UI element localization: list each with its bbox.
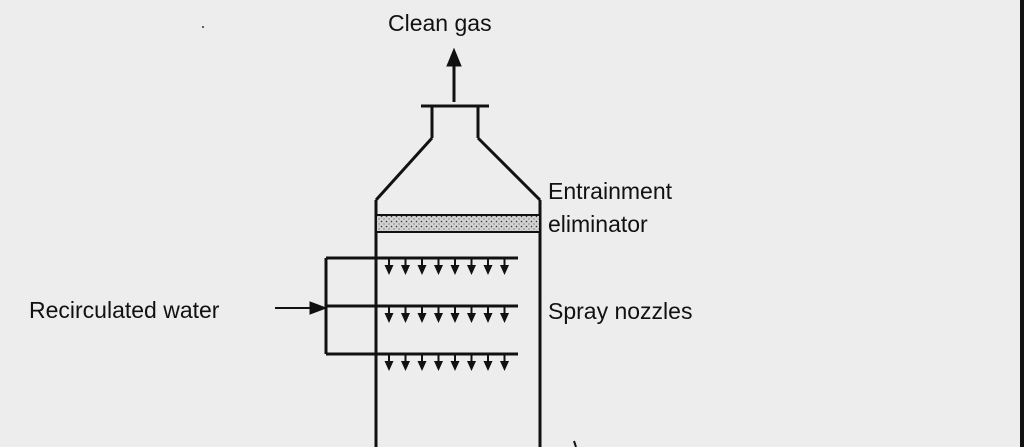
nozzle-icon <box>450 313 460 323</box>
nozzle-icon <box>417 265 427 275</box>
nozzle-icon <box>467 361 476 371</box>
nozzle-icon <box>401 361 410 371</box>
edge-mark <box>573 440 577 447</box>
nozzle-icon <box>450 265 460 275</box>
nozzle-icon <box>434 361 443 371</box>
nozzle-icon <box>450 361 460 371</box>
entrainment-label-line2: eliminator <box>548 211 648 237</box>
entrainment-label-line1: Entrainment <box>548 178 673 204</box>
nozzle-icon <box>483 265 493 275</box>
nozzle-icon <box>401 313 410 323</box>
nozzle-icon <box>384 361 394 371</box>
spray-nozzles <box>384 258 509 371</box>
nozzle-icon <box>483 313 493 323</box>
nozzle-icon <box>500 265 509 275</box>
nozzle-icon <box>401 265 410 275</box>
speck <box>202 26 204 28</box>
tower-shell <box>374 104 542 447</box>
nozzle-icon <box>434 265 443 275</box>
nozzle-icon <box>384 313 394 323</box>
nozzle-icon <box>417 361 427 371</box>
nozzle-icon <box>467 313 476 323</box>
nozzle-icon <box>500 313 509 323</box>
frame-edge <box>1020 0 1024 447</box>
nozzle-icon <box>483 361 493 371</box>
nozzle-icon <box>417 313 427 323</box>
clean-gas-label: Clean gas <box>388 10 492 36</box>
entrainment-eliminator-bed <box>375 214 541 233</box>
spray-nozzles-label: Spray nozzles <box>548 298 693 324</box>
clean-gas-arrow <box>446 47 462 102</box>
nozzle-icon <box>434 313 443 323</box>
nozzle-icon <box>384 265 394 275</box>
nozzle-icon <box>500 361 509 371</box>
nozzle-icon <box>467 265 476 275</box>
recirculated-water-label: Recirculated water <box>29 297 220 323</box>
recirculated-water-arrow <box>275 301 328 315</box>
